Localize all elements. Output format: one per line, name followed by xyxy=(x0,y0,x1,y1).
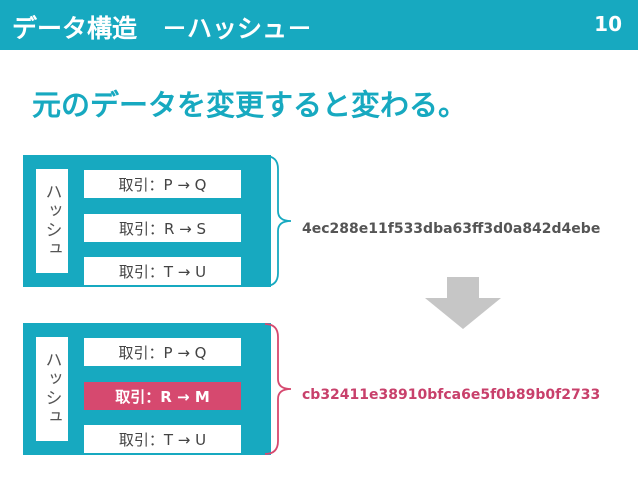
hash-value-modified: cb32411e38910bfca6e5f0b89b0f2733 xyxy=(302,387,601,403)
brace-connector xyxy=(264,155,292,287)
transaction-box-changed: 取引：R → M xyxy=(84,382,241,410)
page-number: 10 xyxy=(594,12,622,36)
slide-title: データ構造 －ハッシュ－ xyxy=(12,14,313,43)
transaction-box: 取引：P → Q xyxy=(84,170,241,198)
brace-connector xyxy=(264,323,292,455)
slide-header: データ構造 －ハッシュ－ 10 xyxy=(0,0,638,50)
slide-subtitle: 元のデータを変更すると変わる。 xyxy=(32,88,468,122)
hash-value-original: 4ec288e11f533dba63ff3d0a842d4ebe xyxy=(302,221,601,237)
hash-label: ハッシュ xyxy=(36,337,68,441)
down-arrow-icon xyxy=(425,277,501,329)
transaction-box: 取引：R → S xyxy=(84,214,241,242)
transaction-box: 取引：T → U xyxy=(84,257,241,285)
hash-panel-modified: ハッシュ 取引：P → Q 取引：R → M 取引：T → U xyxy=(23,323,271,455)
hash-label: ハッシュ xyxy=(36,169,68,273)
hash-panel-original: ハッシュ 取引：P → Q 取引：R → S 取引：T → U xyxy=(23,155,271,287)
transaction-box: 取引：P → Q xyxy=(84,338,241,366)
transaction-box: 取引：T → U xyxy=(84,425,241,453)
